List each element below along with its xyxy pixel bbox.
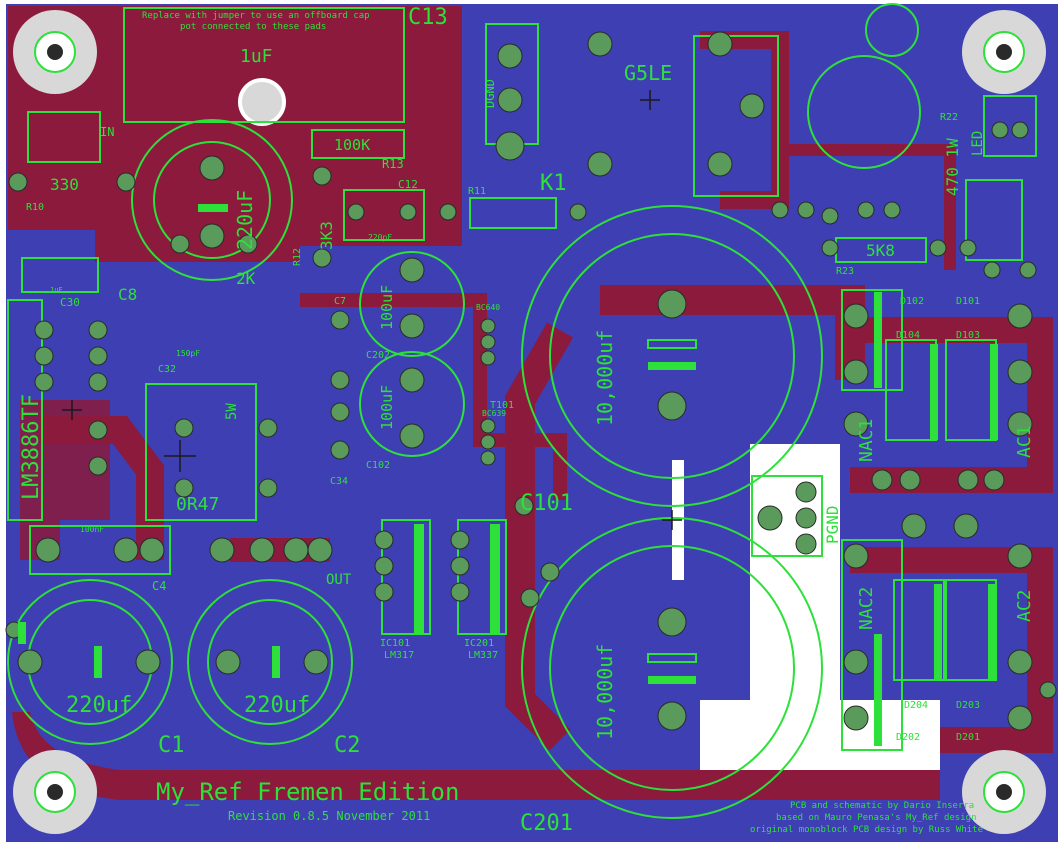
adjust-hole	[238, 78, 286, 126]
label-c-100uf-a: 100uF	[378, 285, 396, 330]
label-c13: C13	[408, 5, 448, 30]
label-ac2: AC2	[1014, 589, 1035, 622]
label-out: OUT	[326, 572, 352, 588]
silkscreen-boxes	[7, 7, 1037, 751]
board-revision: Revision 0.8.5 November 2011	[228, 809, 430, 823]
label-c34: C34	[330, 476, 348, 487]
board-credit-3: original monoblock PCB design by Russ Wh…	[750, 825, 983, 835]
label-c30-value: 1uF	[50, 286, 63, 294]
label-r13: R13	[382, 157, 404, 171]
label-c12: C12	[398, 178, 418, 191]
label-c-150pf: 150pF	[176, 349, 200, 358]
mount-hole-br	[962, 750, 1046, 834]
mount-hole-tl	[13, 10, 97, 94]
label-r23: R23	[836, 266, 854, 277]
label-nac2: NAC2	[856, 587, 877, 630]
label-d103: D103	[956, 330, 980, 341]
label-r22: R22	[940, 112, 958, 123]
label-c4: C4	[152, 579, 166, 593]
label-c101: C101	[520, 491, 573, 516]
bottom-right-cutout	[700, 700, 940, 770]
label-pgnd: PGND	[823, 505, 842, 544]
label-big-cap-value-2: 10,000uf	[593, 644, 617, 740]
label-c4-value: 100nF	[80, 525, 104, 534]
heatsink-cutout	[750, 444, 840, 744]
label-ac1: AC1	[1014, 425, 1035, 458]
label-bc640: BC640	[476, 303, 500, 312]
polarity-marks	[18, 204, 998, 746]
board-credit-2: based on Mauro Penasa's My_Ref design	[776, 813, 976, 823]
label-t101: T101	[490, 400, 514, 411]
label-r-x2k: 2K	[236, 269, 256, 288]
label-led: LED	[970, 131, 986, 156]
label-d202: D202	[896, 732, 920, 743]
pads	[5, 31, 1057, 731]
label-r11: R11	[468, 186, 486, 197]
label-ic101: IC101	[380, 638, 410, 649]
label-r470-1w: 470 1W	[943, 138, 962, 196]
power-trace-ac	[850, 317, 1053, 493]
label-dgnd: DGND	[483, 79, 497, 108]
label-d102: D102	[900, 296, 924, 307]
power-trace-center2	[505, 322, 574, 751]
label-c-220uf-top: 220uF	[233, 190, 257, 250]
label-c12-value: 220pF	[368, 233, 392, 242]
label-r5w: 5W	[224, 403, 240, 420]
label-c102: C102	[366, 460, 390, 471]
power-trace-right	[850, 547, 1053, 753]
label-c8: C8	[118, 285, 137, 304]
power-trace-left	[40, 416, 164, 560]
board-credit-1: PCB and schematic by Dario Inserra	[790, 801, 974, 811]
trace-relay	[700, 31, 789, 209]
label-c7: C7	[334, 296, 346, 307]
label-ic201: IC201	[464, 638, 494, 649]
label-c32: C32	[158, 364, 176, 375]
label-lm3886: LM3886TF	[19, 394, 44, 500]
label-d104: D104	[896, 330, 920, 341]
label-r100k: 100K	[334, 136, 370, 154]
c13-note-line1: Replace with jumper to use an offboard c…	[142, 11, 370, 21]
board-title: My_Ref Fremen Edition	[156, 778, 459, 806]
label-nac1: NAC1	[856, 419, 877, 462]
label-c201: C201	[520, 811, 573, 836]
label-c-100uf-b: 100uF	[378, 385, 396, 430]
label-r3k3: 3K3	[317, 221, 336, 250]
label-k1: K1	[540, 171, 567, 196]
label-big-cap-value-1: 10,000uf	[593, 330, 617, 426]
label-d204: D204	[904, 700, 928, 711]
trace-led	[780, 144, 956, 270]
bottom-ground-band	[12, 712, 940, 800]
label-c30: C30	[60, 296, 80, 309]
trace-mid	[300, 293, 567, 500]
label-c202: C202	[366, 350, 390, 361]
label-d203: D203	[956, 700, 980, 711]
label-lm317: LM317	[384, 650, 414, 661]
label-r10: R10	[26, 202, 44, 213]
label-r5k8: 5K8	[866, 241, 895, 260]
top-copper-pour-topleft	[8, 6, 462, 262]
label-g5le: G5LE	[624, 61, 672, 85]
label-in: IN	[100, 125, 114, 139]
mount-hole-bl	[13, 750, 97, 834]
crosshairs	[62, 90, 682, 530]
c13-note-line2: pot connected to these pads	[180, 22, 326, 32]
label-d101: D101	[956, 296, 980, 307]
label-r0r47: 0R47	[176, 494, 219, 515]
label-c1: C1	[158, 733, 185, 758]
label-c2: C2	[334, 733, 361, 758]
label-bc639: BC639	[482, 409, 506, 418]
label-d201: D201	[956, 732, 980, 743]
label-c-220uf-bottom-2: 220uf	[244, 693, 310, 718]
mount-hole-tr	[962, 10, 1046, 94]
label-r12: R12	[292, 248, 303, 266]
label-r10-value: 330	[50, 175, 79, 194]
label-c-220uf-bottom-1: 220uf	[66, 693, 132, 718]
label-lm337: LM337	[468, 650, 498, 661]
label-c13-value: 1uF	[240, 46, 273, 67]
